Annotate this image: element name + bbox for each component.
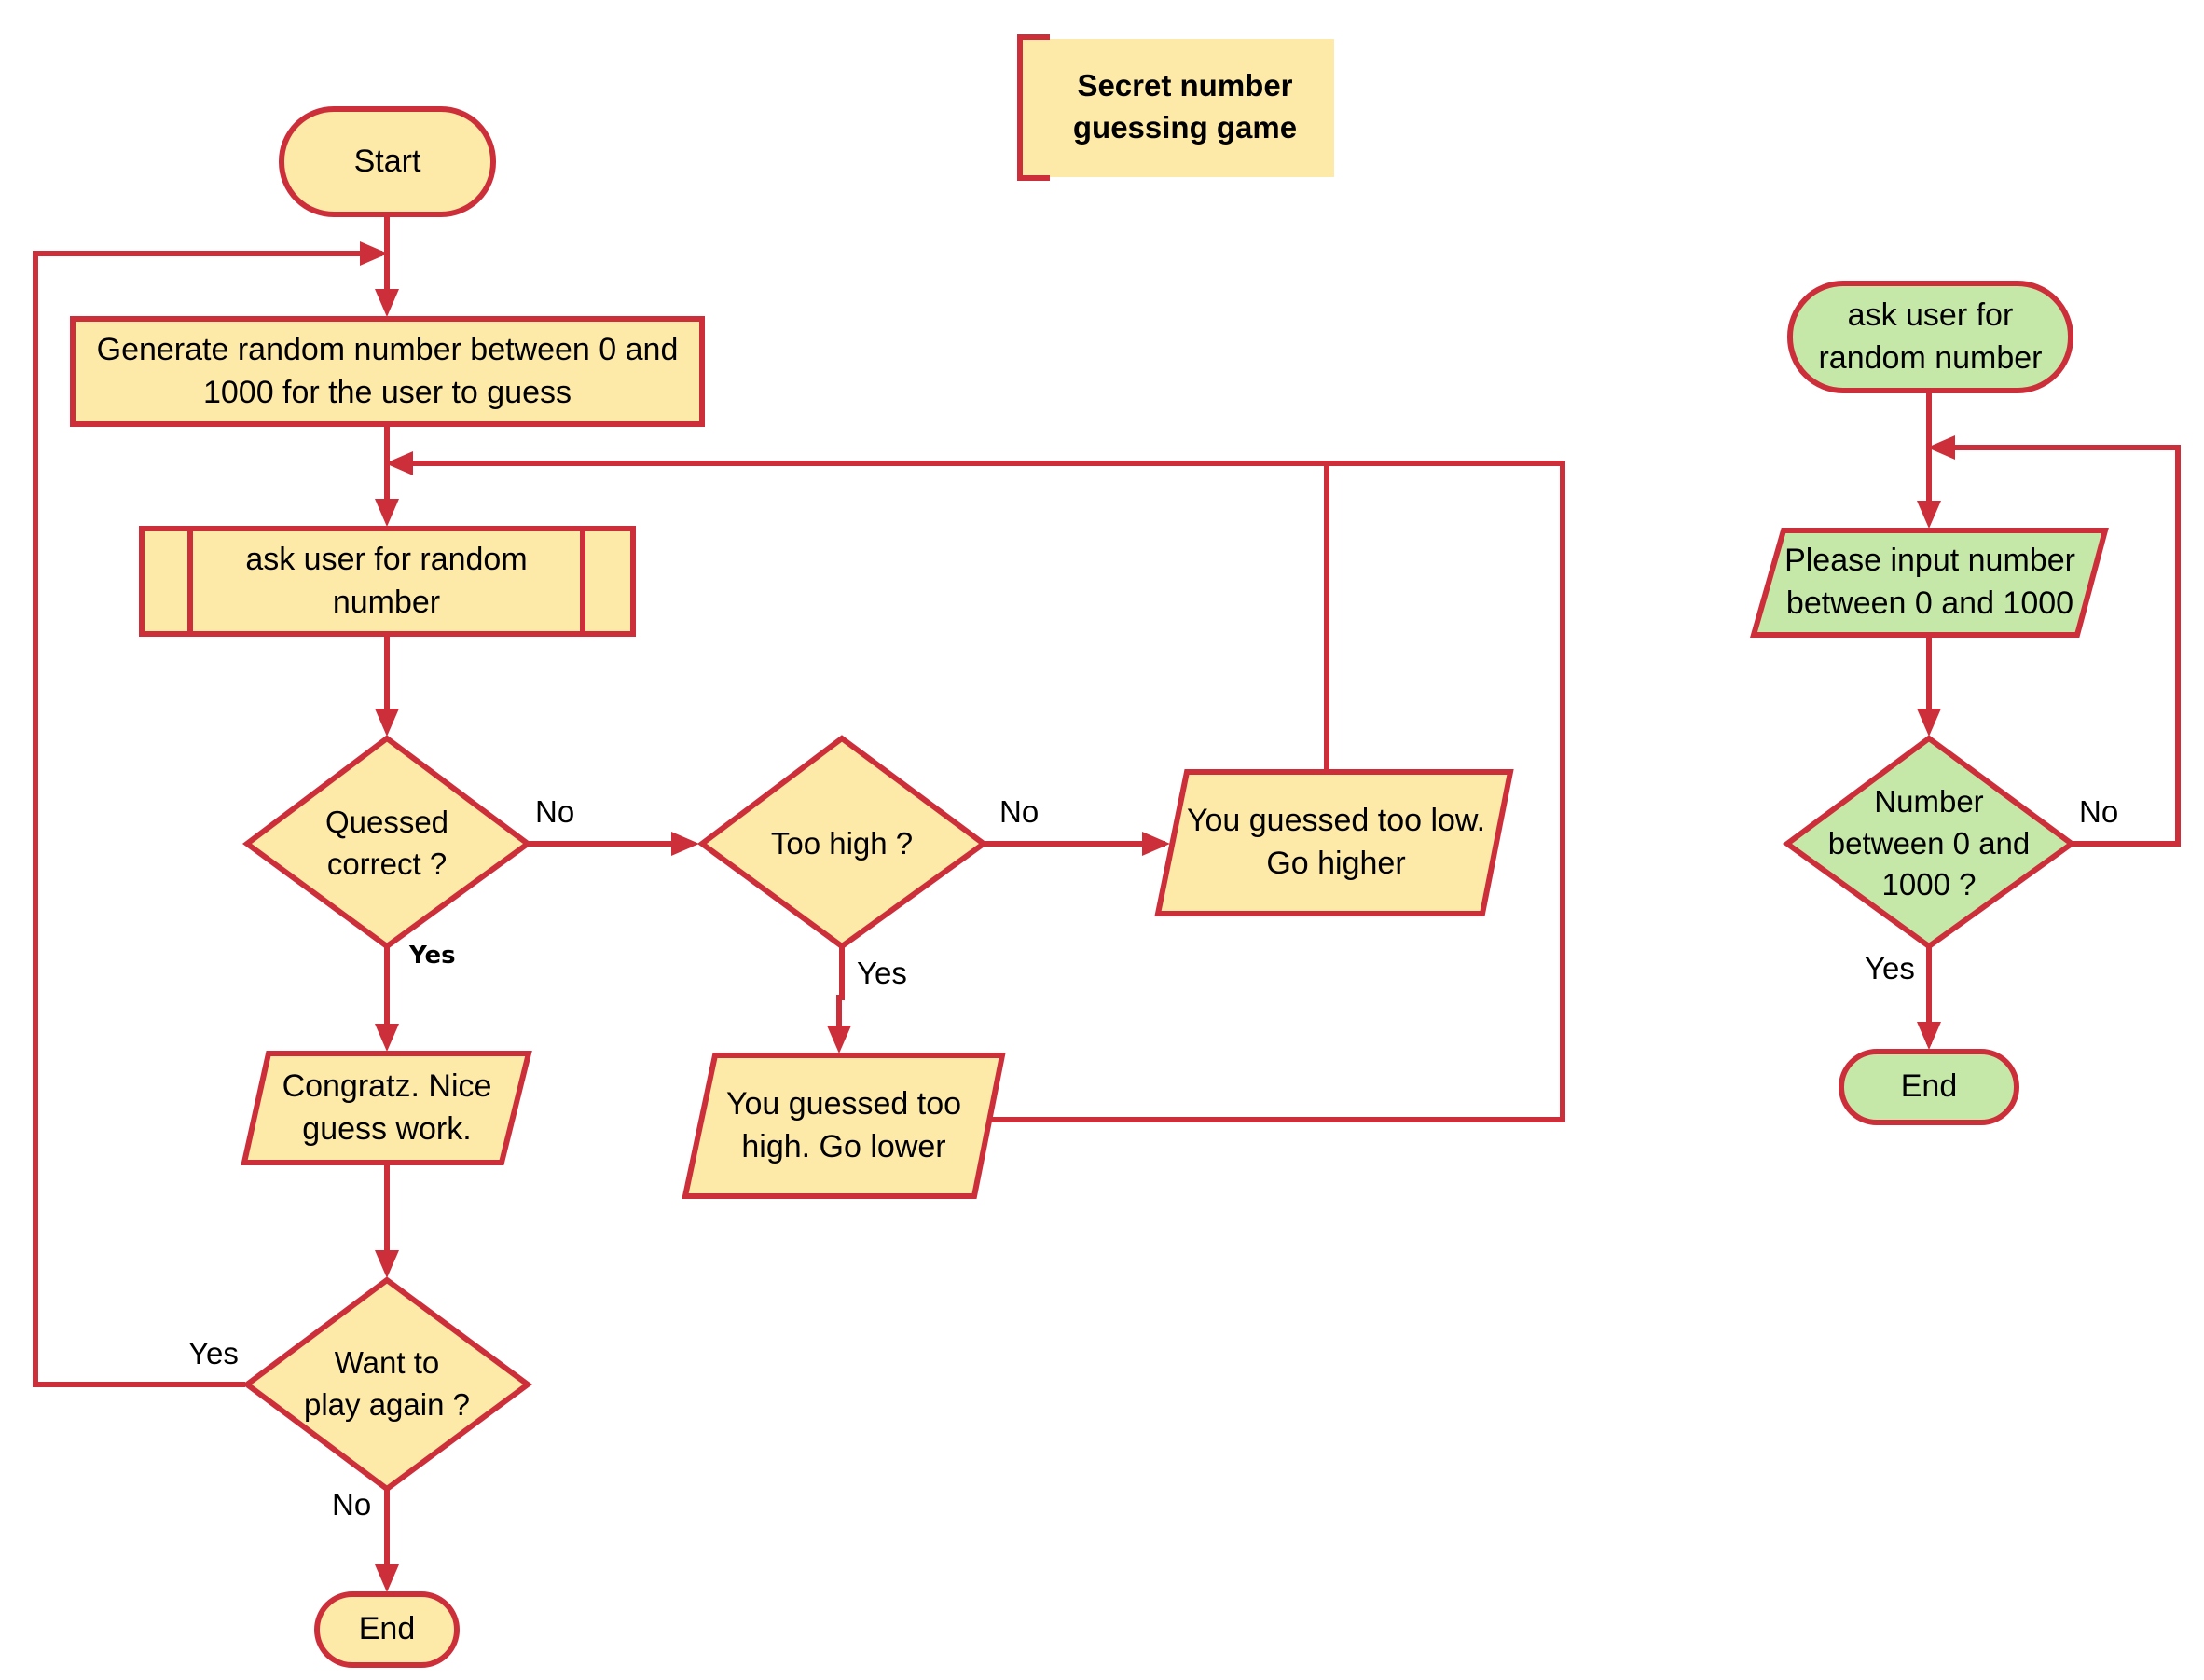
edge-high-to-toohigh xyxy=(836,946,845,1040)
sub-end-terminal xyxy=(1839,1049,2019,1125)
edge-label-no-correct: No xyxy=(535,794,575,829)
ask-subprocess-label: ask user for random number xyxy=(245,541,528,620)
edge-again-loop xyxy=(33,251,382,1387)
decision-again-label: Want to play again ? xyxy=(304,1345,470,1422)
edge-label-yes-high: Yes xyxy=(857,956,907,990)
sub-start-label: ask user for random number xyxy=(1818,296,2043,376)
decision-high xyxy=(696,735,989,950)
edge-label-yes-again: Yes xyxy=(188,1336,239,1370)
start-terminal xyxy=(279,106,496,217)
generate-label: Generate random number between 0 and 100… xyxy=(96,331,679,410)
title-note-bg xyxy=(1020,39,1334,177)
decision-again xyxy=(241,1276,533,1493)
arrowhead-sub-end xyxy=(1917,1022,1941,1050)
arrowhead-toohigh xyxy=(827,1026,851,1053)
arrowhead-again-loop xyxy=(360,241,388,266)
diagram-title: Secret number guessing game xyxy=(1072,68,1298,145)
arrowhead-loop-merge xyxy=(385,451,413,475)
arrowhead-sub-loop xyxy=(1927,435,1955,460)
arrowhead-sub-decision xyxy=(1917,709,1941,737)
output-congrats xyxy=(241,1051,532,1165)
arrowhead-sub-input xyxy=(1917,501,1941,529)
edge-sub-no-loop xyxy=(1934,445,2181,847)
sub-decision-label: Number between 0 and 1000 ? xyxy=(1827,784,2031,902)
arrowhead-correct xyxy=(375,709,399,737)
arrowhead-generate xyxy=(375,289,399,317)
sub-edge-label-yes: Yes xyxy=(1865,951,1915,985)
end-label: End xyxy=(358,1611,416,1647)
title-note-bracket xyxy=(1017,34,1050,181)
sub-decision xyxy=(1782,735,2077,950)
sub-input-label: Please input number between 0 and 1000 xyxy=(1784,543,2075,621)
arrowhead-ask xyxy=(375,499,399,527)
start-label: Start xyxy=(353,143,421,179)
sub-start-terminal xyxy=(1787,281,2073,393)
arrowhead-toolow xyxy=(1142,832,1170,856)
edge-toohigh-loop xyxy=(984,461,1565,1122)
sub-end-label: End xyxy=(1900,1068,1958,1105)
arrowhead-high xyxy=(671,832,699,856)
output-congrats-label: Congratz. Nice guess work. xyxy=(282,1067,492,1147)
edge-label-yes-correct: Yes xyxy=(409,942,456,970)
decision-correct xyxy=(241,735,533,950)
output-too-low xyxy=(1154,769,1514,916)
end-terminal xyxy=(314,1591,460,1668)
decision-high-label: Too high ? xyxy=(770,825,914,861)
decision-correct-label: Quessed correct ? xyxy=(324,805,449,881)
ask-subprocess xyxy=(139,526,636,637)
output-too-high xyxy=(682,1053,1006,1199)
arrowhead-end xyxy=(375,1564,399,1592)
sub-edge-label-no: No xyxy=(2079,794,2119,829)
arrowhead-again xyxy=(375,1250,399,1278)
edge-label-no-high: No xyxy=(999,794,1040,829)
output-too-low-label: You guessed too low. Go higher xyxy=(1186,803,1486,881)
generate-process xyxy=(70,316,705,427)
edge-label-no-again: No xyxy=(332,1487,372,1522)
arrowhead-congrats xyxy=(375,1024,399,1052)
sub-input xyxy=(1750,528,2109,638)
output-too-high-label: You guessed too high. Go lower xyxy=(725,1085,962,1164)
